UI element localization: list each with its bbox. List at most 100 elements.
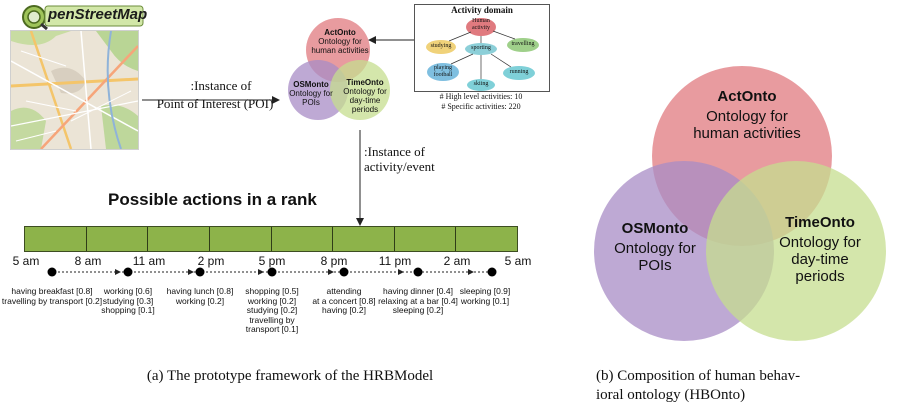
timeonto-label: TimeOnto Ontology for day-time periods <box>760 214 880 285</box>
activity-dot <box>267 267 277 277</box>
actonto-label: ActOnto Ontology for human activities <box>682 88 812 142</box>
activity-label-group: attending at a concert [0.8] having [0.2… <box>289 286 399 316</box>
small-act-desc1: Ontology for <box>318 37 362 46</box>
time-tick-label: 5 am <box>12 254 40 268</box>
node-human-activity: Human activity <box>472 18 490 31</box>
timeline-segment <box>456 227 517 251</box>
activity-timeline <box>47 267 497 277</box>
activity-line: working [0.6] <box>103 286 153 296</box>
poi-edge-label-2: Point of Interest (POI) <box>156 96 274 111</box>
activity-edge-label-2: activity/event <box>364 159 435 174</box>
time-tick-label: 11 pm <box>378 254 412 268</box>
small-time-name: TimeOnto <box>346 78 384 87</box>
node-running: running <box>509 69 529 75</box>
small-os-label: OSMonto Ontology for POIs <box>284 80 338 107</box>
node-playing-football: playing football <box>433 65 453 78</box>
activity-label-group: having lunch [0.8] working [0.2] <box>145 286 255 306</box>
activity-line: transport [0.1] <box>245 324 299 334</box>
activity-line: sleeping [0.2] <box>392 305 444 315</box>
osmonto-desc1: Ontology for <box>614 240 696 257</box>
osmonto-name: OSMonto <box>621 220 689 237</box>
timeonto-name: TimeOnto <box>785 214 855 231</box>
time-tick-label: 5 am <box>504 254 532 268</box>
small-os-circle <box>288 60 348 120</box>
activity-domain-title: Activity domain <box>451 5 513 15</box>
activity-label-group: shopping [0.5] working [0.2] studying [0… <box>217 286 327 335</box>
timeline-segment <box>148 227 210 251</box>
activity-line: sleeping [0.9] <box>459 286 511 296</box>
time-tick-label: 11 am <box>132 254 166 268</box>
timeonto-circle <box>706 161 886 341</box>
poi-arrow <box>142 96 280 104</box>
small-time-label: TimeOnto Ontology for day-time periods <box>336 78 394 114</box>
openstreetmap-logo <box>12 4 146 31</box>
activity-edge-label: :Instance of <box>364 144 426 159</box>
small-time-desc2: day-time <box>349 96 381 105</box>
activity-line: relaxing at a bar [0.4] <box>378 295 458 306</box>
activity-line: having dinner [0.4] <box>383 286 453 296</box>
actonto-desc1: Ontology for <box>706 108 788 125</box>
activity-line: studying [0.2] <box>246 305 298 315</box>
timeonto-desc1: Ontology for <box>779 234 861 251</box>
activity-domain-stat1: # High level activities: 10 <box>439 92 523 101</box>
map-thumbnail <box>10 30 139 150</box>
small-act-name: ActOnto <box>324 28 356 37</box>
timeline-segment <box>210 227 272 251</box>
activity-line: attending <box>326 286 362 296</box>
small-os-desc1: Ontology for <box>289 89 333 98</box>
time-tick-label: 8 am <box>74 254 102 268</box>
activity-line: working [0.2] <box>175 295 225 306</box>
time-tick-label: 8 pm <box>320 254 348 268</box>
activity-dot <box>413 267 423 277</box>
activity-line: shopping [0.1] <box>101 305 155 315</box>
time-tick-label: 5 pm <box>258 254 286 268</box>
timeline-bar <box>24 226 518 252</box>
activity-line: travelling by <box>249 314 295 325</box>
small-os-name: OSMonto <box>293 80 329 89</box>
actonto-desc2: human activities <box>693 125 801 142</box>
openstreetmap-logo-text: penStreetMap <box>48 6 148 23</box>
activity-line: at a concert [0.8] <box>312 295 376 306</box>
timeline-segment <box>333 227 395 251</box>
small-venn-diagram <box>288 18 390 120</box>
node-sporting: sporting <box>471 45 491 51</box>
osmonto-desc2: POIs <box>638 257 672 274</box>
activity-arrow <box>356 130 364 226</box>
node-studying: studying <box>430 43 452 49</box>
small-os-desc2: POIs <box>302 98 320 107</box>
caption-b-line1: (b) Composition of human behav- <box>596 368 801 384</box>
time-tick-label: 2 pm <box>197 254 225 268</box>
activity-domain-stat2: # Specific activities: 220 <box>441 102 521 111</box>
activity-line: studying [0.3] <box>102 295 154 306</box>
activity-dot <box>487 267 497 277</box>
activity-line: shopping [0.5] <box>245 286 299 296</box>
small-time-circle <box>330 60 390 120</box>
time-tick-label: 2 am <box>443 254 471 268</box>
activity-line: working [0.2] <box>247 295 297 306</box>
activity-label-group: sleeping [0.9] working [0.1] <box>440 286 530 306</box>
caption-b-line2: ioral ontology (HBOnto) <box>596 387 746 403</box>
timeline-segment <box>272 227 334 251</box>
small-act-label: ActOnto Ontology for human activities <box>308 28 372 55</box>
activity-label-group: having breakfast [0.8] travelling by tra… <box>0 286 107 306</box>
timeonto-desc3: periods <box>795 268 845 285</box>
activity-line: having lunch [0.8] <box>166 286 234 296</box>
small-time-desc1: Ontology for <box>343 87 387 96</box>
small-act-desc2: human activities <box>311 46 369 55</box>
caption-a: (a) The prototype framework of the HRBMo… <box>146 368 434 384</box>
activity-dot <box>195 267 205 277</box>
timeline-segment <box>395 227 457 251</box>
activity-label-group: working [0.6] studying [0.3] shopping [0… <box>73 286 183 316</box>
timeonto-desc2: day-time <box>791 251 849 268</box>
node-travelling: travelling <box>511 41 535 47</box>
timeline-segment <box>87 227 149 251</box>
domain-arrow <box>368 36 414 44</box>
actonto-name: ActOnto <box>717 88 777 105</box>
poi-edge-label: :Instance of <box>190 78 252 93</box>
activity-dot <box>339 267 349 277</box>
activity-line: travelling by transport [0.2] <box>1 295 103 306</box>
rank-title: Possible actions in a rank <box>108 190 317 209</box>
activity-label-group: having dinner [0.4] relaxing at a bar [0… <box>363 286 473 316</box>
activity-line: having [0.2] <box>322 305 366 315</box>
node-skiing: skiing <box>473 81 489 87</box>
